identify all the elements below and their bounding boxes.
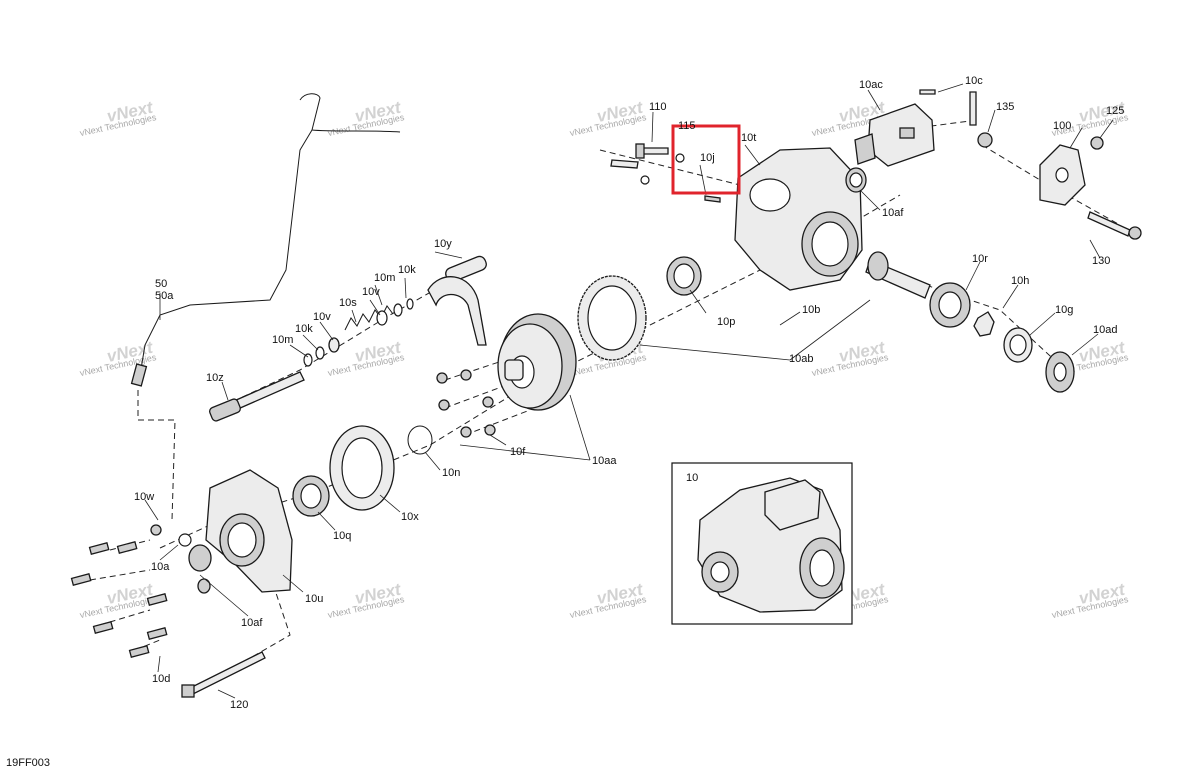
pinion-hardware <box>973 311 1075 393</box>
callout-10d: 10d <box>152 673 170 685</box>
callout-10ab: 10ab <box>789 353 813 365</box>
upper-fastener-line <box>599 149 741 186</box>
watermark: vNext vNext Technologies <box>1051 580 1130 621</box>
callout-10t: 10t <box>741 132 756 144</box>
ring-gear <box>577 275 647 361</box>
callout-10w: 10w <box>134 491 154 503</box>
callout-10z: 10z <box>206 372 224 384</box>
watermark: vNext vNext Technologies <box>79 580 158 621</box>
callout-10h: 10h <box>1011 275 1029 287</box>
callout-10n: 10n <box>442 467 460 479</box>
callout-10af-top: 10af <box>882 207 904 219</box>
shift-fork <box>427 255 487 346</box>
callout-130: 130 <box>1092 255 1110 267</box>
callout-10ac: 10ac <box>859 79 883 91</box>
callout-10v-top: 10v <box>362 286 380 298</box>
callout-10g: 10g <box>1055 304 1073 316</box>
top-fasteners <box>610 143 721 203</box>
callout-50a: 50a <box>155 290 174 302</box>
long-bolt <box>181 651 266 698</box>
inset-assembled-unit <box>671 462 853 625</box>
leader-lines <box>144 83 1114 699</box>
watermark: vNext vNext Technologies <box>569 98 648 139</box>
top-right-fasteners <box>919 89 1104 150</box>
callout-10u: 10u <box>305 593 323 605</box>
callout-10a: 10a <box>151 561 170 573</box>
watermark: vNext vNext Technologies <box>811 338 890 379</box>
callout-10af-bottom: 10af <box>241 617 263 629</box>
shift-drum <box>209 371 305 422</box>
bolt-130 <box>1087 211 1142 240</box>
upper-housing <box>734 147 863 291</box>
callout-50: 50 <box>155 278 167 290</box>
callout-10ad: 10ad <box>1093 324 1117 336</box>
callout-10r: 10r <box>972 253 988 265</box>
callout-10j: 10j <box>700 152 715 164</box>
figure-code: 19FF003 <box>6 757 51 769</box>
callout-10m-top: 10m <box>374 272 395 284</box>
callout-10y: 10y <box>434 238 452 250</box>
cable-drop-line <box>137 390 176 521</box>
pinion-shaft <box>865 251 971 328</box>
seal-top <box>845 167 867 193</box>
watermark: vNext vNext Technologies <box>327 580 406 621</box>
callout-10-inset: 10 <box>686 472 698 484</box>
callout-115: 115 <box>678 120 696 132</box>
watermark: vNext vNext Technologies <box>569 580 648 621</box>
callout-10p: 10p <box>717 316 735 328</box>
shift-cable <box>130 93 401 387</box>
callout-100: 100 <box>1053 120 1071 132</box>
callout-10m-bottom: 10m <box>272 334 293 346</box>
differential <box>497 313 577 411</box>
callout-10x: 10x <box>401 511 419 523</box>
callout-labels: 110 115 10j 10t 10ac 10c 135 100 125 10a… <box>134 75 1124 711</box>
mounting-bracket <box>1039 144 1086 206</box>
callout-120: 120 <box>230 699 248 711</box>
callout-10s: 10s <box>339 297 357 309</box>
callout-10aa: 10aa <box>592 455 617 467</box>
long-bolt-line <box>194 574 291 691</box>
callout-125: 125 <box>1106 105 1124 117</box>
callout-135: 135 <box>996 101 1014 113</box>
callout-10f: 10f <box>510 446 526 458</box>
callout-10q: 10q <box>333 530 351 542</box>
highlight-box <box>671 124 741 195</box>
callout-10b: 10b <box>802 304 820 316</box>
callout-110: 110 <box>649 101 667 113</box>
bolts-10d <box>70 540 168 658</box>
callout-10v-bottom: 10v <box>313 311 331 323</box>
cover-assembly <box>292 425 433 517</box>
bracket-line <box>981 144 1121 226</box>
bearing-10p <box>666 256 702 296</box>
bolts-10f <box>436 369 496 438</box>
callout-10k-bottom: 10k <box>295 323 313 335</box>
callout-10c: 10c <box>965 75 983 87</box>
watermark: vNext vNext Technologies <box>79 98 158 139</box>
actuator <box>854 103 935 167</box>
callout-10k-top: 10k <box>398 264 416 276</box>
lower-housing <box>150 469 293 594</box>
